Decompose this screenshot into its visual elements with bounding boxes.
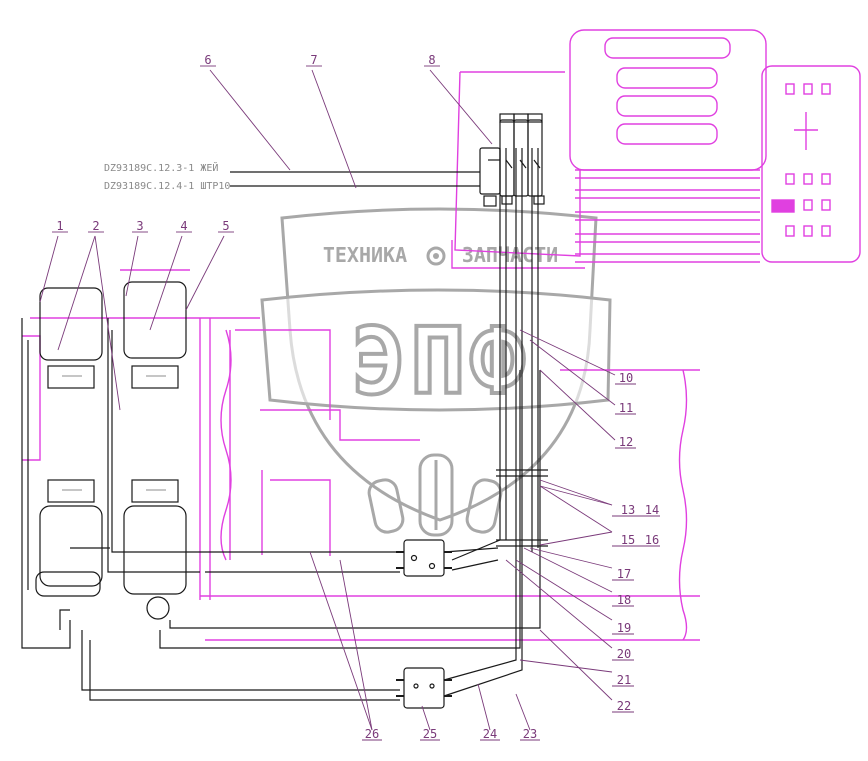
- callout-10: 10: [619, 371, 633, 385]
- callout-11: 11: [619, 401, 633, 415]
- callout-14: 14: [645, 503, 659, 517]
- mechanical-layer: [21, 113, 548, 709]
- air-reservoir-mid-bottom: [123, 479, 187, 620]
- wheat-ears: [367, 453, 503, 537]
- callout-19: 19: [617, 621, 631, 635]
- callout-1: 1: [56, 219, 63, 233]
- relay-valve-middle: [396, 539, 452, 577]
- watermark-shield: [280, 207, 598, 522]
- gear-icon: [426, 246, 446, 266]
- callout-8: 8: [428, 53, 435, 67]
- watermark-big-letters: ЭПФ: [351, 308, 529, 415]
- callout-20: 20: [617, 647, 631, 661]
- watermark: ТЕХНИКА ЗАПЧАСТИ ЭПФ: [260, 207, 612, 537]
- callout-6: 6: [204, 53, 211, 67]
- watermark-text-right: ЗАПЧАСТИ: [462, 243, 558, 267]
- callout-18: 18: [617, 593, 631, 607]
- callout-24: 24: [483, 727, 497, 741]
- callout-23: 23: [523, 727, 537, 741]
- callout-3: 3: [136, 219, 143, 233]
- callout-4: 4: [180, 219, 187, 233]
- relay-valve-bottom: [396, 667, 452, 709]
- callout-12: 12: [619, 435, 633, 449]
- reservoir-tags: [62, 375, 166, 491]
- panel-switch-icons: [771, 83, 831, 237]
- frame-outline-layer: [22, 29, 861, 641]
- callout-21: 21: [617, 673, 631, 687]
- callout-25: 25: [423, 727, 437, 741]
- watermark-text-left: ТЕХНИКА: [323, 243, 407, 267]
- air-reservoir-mid-top: [123, 281, 187, 389]
- callout-17: 17: [617, 567, 631, 581]
- part-label-1: DZ93189C.12.3-1 ЖЕЙ: [104, 161, 218, 174]
- air-reservoir-left-bottom: [35, 479, 103, 597]
- cab-outline: [569, 29, 767, 171]
- callout-5: 5: [222, 219, 229, 233]
- callout-26: 26: [365, 727, 379, 741]
- callout-7: 7: [310, 53, 317, 67]
- protection-valve-cluster: [479, 113, 545, 207]
- air-reservoir-left-top: [39, 287, 103, 389]
- callout-16: 16: [645, 533, 659, 547]
- part-label-2: DZ93189C.12.4-1 ШТР10: [104, 181, 230, 192]
- callout-15: 15: [621, 533, 635, 547]
- grille-lines: [575, 169, 760, 263]
- instrument-panel-outline: [761, 65, 861, 263]
- callout-group: [39, 65, 660, 741]
- callout-2: 2: [92, 219, 99, 233]
- callout-22: 22: [617, 699, 631, 713]
- callout-13: 13: [621, 503, 635, 517]
